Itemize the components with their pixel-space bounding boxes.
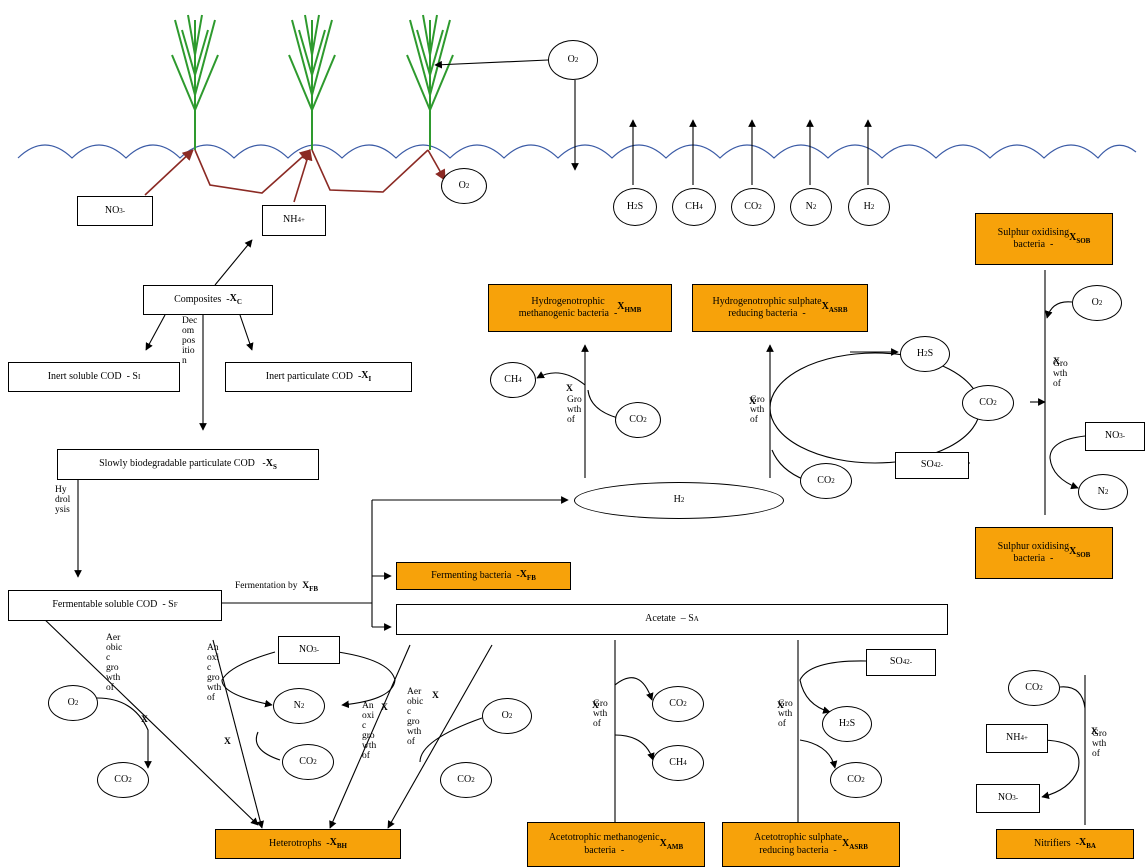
x-amb-label: X (592, 701, 599, 711)
x-sob-label: X (1053, 357, 1060, 367)
anoxic-growth-mid-label: An oxi c gro wth of (362, 701, 377, 761)
anoxic-growth-left-label: An oxi c gro wth of (207, 643, 222, 703)
slowly-biodegradable-node: Slowly biodegradable particulate COD - X… (57, 449, 319, 480)
growth-asrb-label: Gro wth of (778, 699, 793, 729)
x-hmb-label: X (566, 384, 573, 394)
nitrifiers-node: Nitrifiers - XBA (996, 829, 1134, 859)
growth-hmb-label: Gro wth of (567, 395, 582, 425)
x-hsrb-label: X (749, 397, 756, 407)
root-lines (144, 148, 446, 203)
plant-right (406, 14, 454, 150)
inert-particulate-node: Inert particulate COD - XI (225, 362, 412, 392)
hydrolysis-label: Hy drol ysis (55, 485, 71, 515)
growth-nit-label: Gro wth of (1092, 729, 1107, 759)
x-asrb-label: X (777, 701, 784, 711)
x-bh-c-label: X (381, 703, 388, 713)
x-nit-label: X (1091, 727, 1098, 737)
composites-node: Composites - XC (143, 285, 273, 315)
plant-left (171, 14, 219, 150)
connector-lines (39, 59, 1086, 841)
plant-middle (288, 14, 336, 150)
decomposition-label: Dec om pos itio n (182, 316, 198, 366)
water-surface (17, 144, 1137, 159)
growth-amb-label: Gro wth of (593, 699, 608, 729)
growth-sob-label: Gro wth of (1053, 359, 1068, 389)
aerobic-growth-right-label: Aer obic c gro wth of (407, 687, 424, 747)
heterotrophs-node: Heterotrophs - XBH (215, 829, 401, 859)
growth-hsrb-label: Gro wth of (750, 395, 765, 425)
fermentation-label: Fermentation by XFB (235, 581, 319, 593)
aerobic-growth-left-label: Aer obic c gro wth of (106, 633, 123, 693)
fermenting-bacteria-node: Fermenting bacteria - XFB (396, 562, 571, 590)
x-bh-d-label: X (432, 691, 439, 701)
x-bh-a-label: X (141, 715, 148, 725)
x-bh-b-label: X (224, 737, 231, 747)
